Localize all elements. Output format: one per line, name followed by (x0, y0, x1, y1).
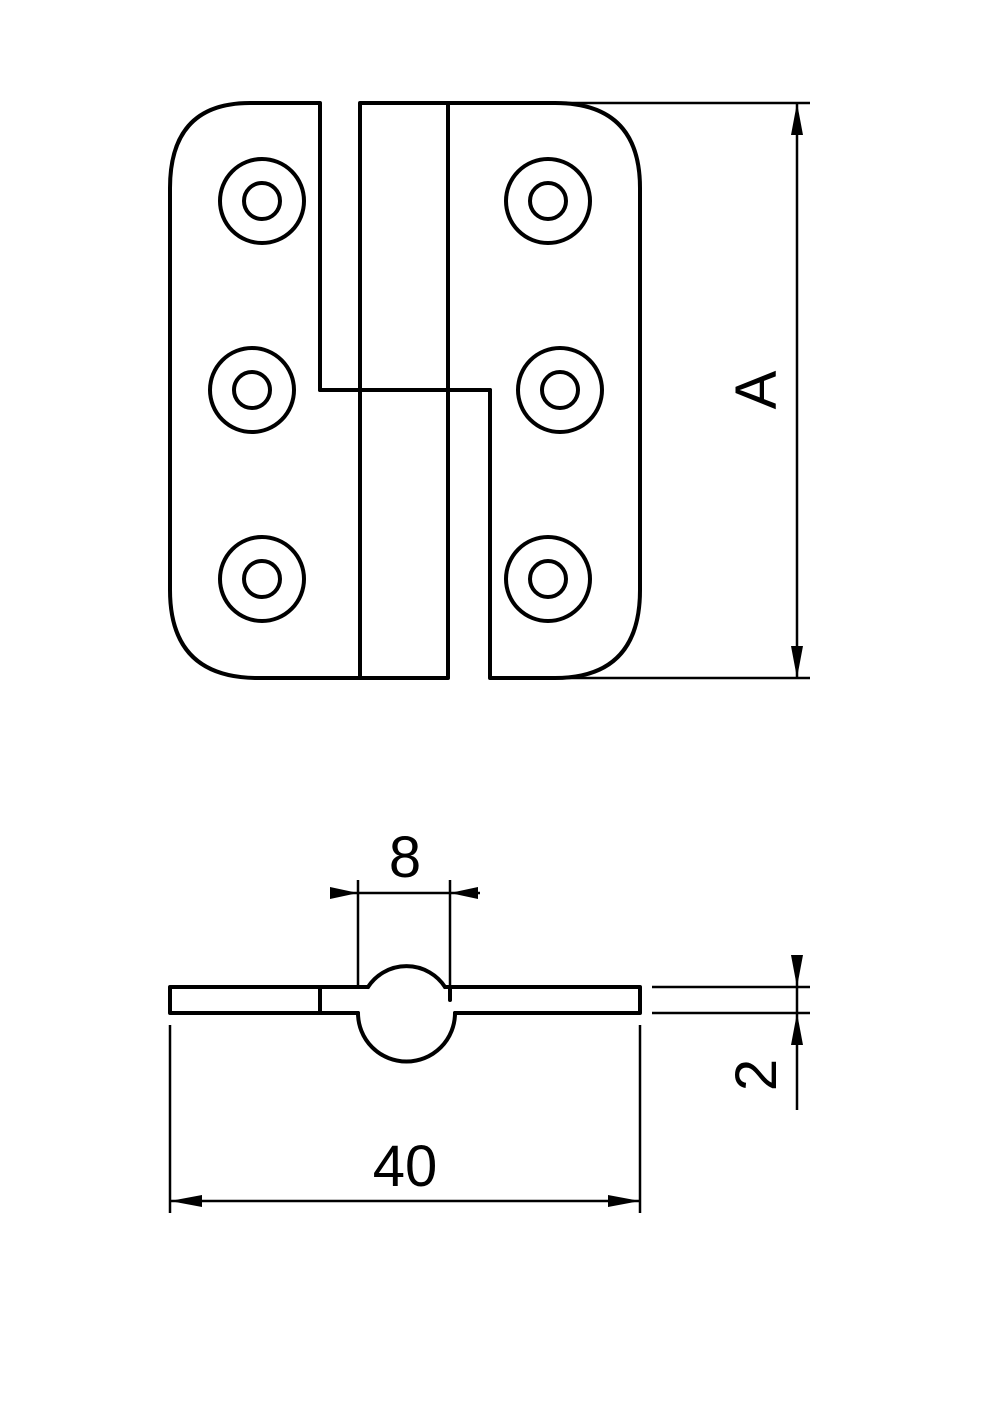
screw-hole-right-bottom (504, 535, 592, 623)
screw-hole-left-bottom (218, 535, 306, 623)
screw-hole-left-top (218, 157, 306, 245)
screw-hole-left-middle (208, 346, 296, 434)
dimension-thickness-label: 2 (724, 1059, 789, 1091)
side-knuckle (356, 964, 457, 1064)
dimension-a: A (555, 101, 810, 680)
screw-hole-right-middle (516, 346, 604, 434)
left-leaf-outline (168, 101, 362, 680)
dimension-knuckle-width-label: 8 (389, 825, 421, 890)
side-view: 8 40 2 (168, 825, 810, 1213)
dimension-overall-width-label: 40 (373, 1134, 438, 1199)
dimension-a-label: A (724, 370, 789, 409)
top-view: A (168, 101, 810, 680)
dimension-thickness: 2 (652, 955, 810, 1110)
right-leaf-outline (446, 101, 642, 680)
side-right-plate (443, 985, 642, 1015)
dimension-overall-width: 40 (168, 1025, 642, 1213)
dimension-knuckle-width: 8 (330, 825, 480, 987)
screw-hole-right-top (504, 157, 592, 245)
side-left-plate (168, 985, 370, 1015)
knuckle-strip (358, 101, 450, 680)
